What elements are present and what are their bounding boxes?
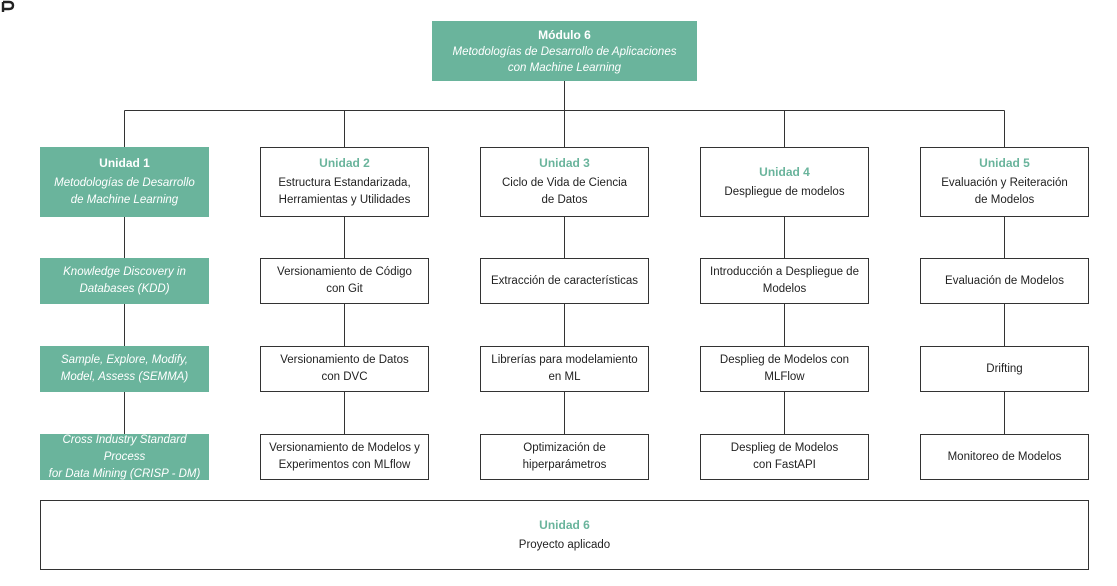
module-title: Módulo 6 bbox=[538, 28, 591, 42]
topic-line: Desplieg de Modelos bbox=[730, 442, 839, 454]
module-subtitle-line-1: Metodologías de Desarrollo de Aplicacion… bbox=[452, 46, 677, 58]
unit-3-topic-3-box: Optimización de hiperparámetros bbox=[480, 434, 649, 480]
topic-line: con FastAPI bbox=[753, 459, 816, 471]
unit-title: Unidad 3 bbox=[539, 156, 590, 170]
corner-mark-icon bbox=[1, 0, 15, 12]
unit-description-line: de Machine Learning bbox=[70, 194, 179, 206]
unit-2-topic-3-box: Versionamiento de Modelos y Experimentos… bbox=[260, 434, 429, 480]
topic-line: con Git bbox=[326, 283, 363, 295]
topic-line: Sample, Explore, Modify, bbox=[61, 354, 188, 366]
module-subtitle-line-2: con Machine Learning bbox=[507, 62, 622, 74]
unit-description-line: de Datos bbox=[541, 194, 588, 206]
unit-1-topic-2-box: Sample, Explore, Modify, Model, Assess (… bbox=[40, 346, 209, 392]
topic-line: Experimentos con MLflow bbox=[278, 459, 411, 471]
topic-line: en ML bbox=[548, 371, 581, 383]
unit-title: Unidad 4 bbox=[759, 164, 810, 179]
topic-line: Introducción a Despliegue de bbox=[710, 266, 859, 278]
topic-line: hiperparámetros bbox=[522, 459, 607, 471]
topic-line: Cross Industry Standard Process bbox=[62, 433, 187, 463]
unit-description-line: Evaluación y Reiteración bbox=[941, 177, 1068, 189]
unit-5-topic-2-box: Drifting bbox=[920, 346, 1089, 392]
topic-line: Versionamiento de Código bbox=[277, 266, 412, 278]
unit-1-topic-3-box: Cross Industry Standard Process for Data… bbox=[40, 434, 209, 480]
unit-5-box: Unidad 5 Evaluación y Reiteración de Mod… bbox=[920, 147, 1089, 217]
unit-title: Unidad 6 bbox=[539, 517, 590, 532]
unit-3-box: Unidad 3 Ciclo de Vida de Ciencia de Dat… bbox=[480, 147, 649, 217]
unit-1-topic-1-box: Knowledge Discovery in Databases (KDD) bbox=[40, 258, 209, 304]
unit-description-line: de Modelos bbox=[974, 194, 1035, 206]
unit-4-topic-1-box: Introducción a Despliegue de Modelos bbox=[700, 258, 869, 304]
unit-description-line: Proyecto aplicado bbox=[518, 538, 611, 551]
topic-line: Modelos bbox=[762, 283, 807, 295]
topic-line: Versionamiento de Datos bbox=[280, 354, 409, 366]
unit-2-topic-2-box: Versionamiento de Datos con DVC bbox=[260, 346, 429, 392]
unit-1-box: Unidad 1 Metodologías de Desarrollo de M… bbox=[40, 147, 209, 217]
topic-line: MLFlow bbox=[764, 371, 805, 383]
unit-3-topic-1-box: Extracción de características bbox=[480, 258, 649, 304]
unit-3-topic-2-box: Librerías para modelamiento en ML bbox=[480, 346, 649, 392]
unit-description-line: Herramientas y Utilidades bbox=[278, 194, 411, 206]
unit-5-topic-1-box: Evaluación de Modelos bbox=[920, 258, 1089, 304]
topic-line: Databases (KDD) bbox=[79, 283, 170, 295]
unit-4-topic-2-box: Desplieg de Modelos con MLFlow bbox=[700, 346, 869, 392]
unit-title: Unidad 1 bbox=[99, 156, 150, 170]
topic-line: Librerías para modelamiento bbox=[491, 354, 638, 366]
module-root-box: Módulo 6 Metodologías de Desarrollo de A… bbox=[432, 21, 697, 81]
unit-4-box: Unidad 4 Despliegue de modelos bbox=[700, 147, 869, 217]
topic-line: Desplieg de Modelos con bbox=[719, 354, 850, 366]
topic-line: for Data Mining (CRISP - DM) bbox=[48, 467, 201, 480]
unit-description-line: Ciclo de Vida de Ciencia bbox=[501, 177, 628, 189]
topic-line: Model, Assess (SEMMA) bbox=[60, 371, 189, 383]
topic-line: con DVC bbox=[321, 371, 368, 383]
topic-line: Optimización de bbox=[523, 442, 606, 454]
unit-title: Unidad 2 bbox=[319, 156, 370, 170]
unit-description-line: Estructura Estandarizada, bbox=[278, 177, 411, 189]
unit-6-box: Unidad 6 Proyecto aplicado bbox=[40, 500, 1089, 570]
topic-line: Drifting bbox=[986, 362, 1023, 375]
topic-line: Versionamiento de Modelos y bbox=[269, 442, 420, 454]
unit-5-topic-3-box: Monitoreo de Modelos bbox=[920, 434, 1089, 480]
topic-line: Extracción de características bbox=[490, 274, 638, 287]
unit-title: Unidad 5 bbox=[979, 156, 1030, 170]
unit-description-line: Metodologías de Desarrollo bbox=[54, 177, 195, 189]
unit-description-line: Despliegue de modelos bbox=[724, 185, 845, 198]
topic-line: Monitoreo de Modelos bbox=[947, 450, 1062, 463]
unit-2-box: Unidad 2 Estructura Estandarizada, Herra… bbox=[260, 147, 429, 217]
topic-line: Knowledge Discovery in bbox=[63, 266, 186, 278]
unit-4-topic-3-box: Desplieg de Modelos con FastAPI bbox=[700, 434, 869, 480]
unit-2-topic-1-box: Versionamiento de Código con Git bbox=[260, 258, 429, 304]
topic-line: Evaluación de Modelos bbox=[945, 274, 1064, 287]
